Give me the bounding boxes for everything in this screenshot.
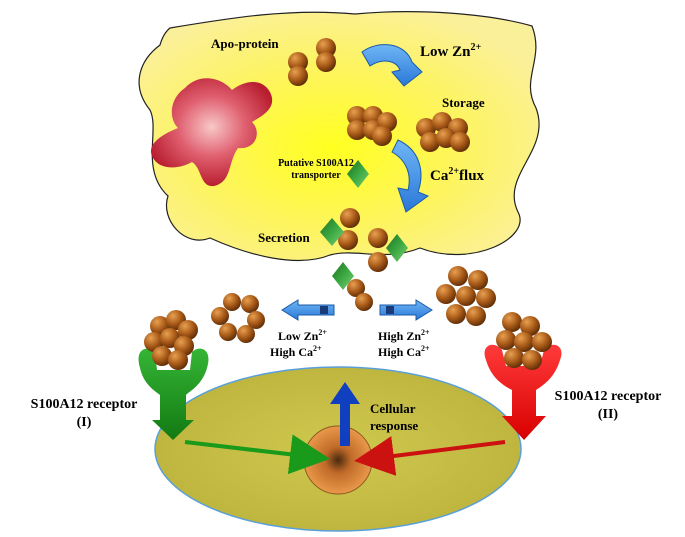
label-low-zn: Low Zn2+ (420, 42, 481, 60)
label-secretion: Secretion (258, 230, 311, 245)
high-zn-oligomer (436, 266, 496, 326)
receptor-left (138, 348, 209, 440)
label-storage: Storage (442, 95, 485, 110)
label-cellular-response-2: response (370, 418, 418, 433)
ring-oligomer (211, 293, 265, 343)
label-right-condition-ca: High Ca2+ (378, 344, 430, 359)
signal-arrow-left (184, 434, 330, 475)
transporter-diamond (386, 234, 408, 262)
label-apo-protein: Apo-protein (211, 36, 279, 51)
storage-cluster (416, 112, 470, 152)
label-right-condition-zn: High Zn2+ (378, 328, 430, 343)
flow-arrow-to-storage (361, 44, 423, 87)
signal-arrow-right (354, 436, 506, 476)
arrow-tail-marker (386, 306, 394, 314)
apo-protein-dimers (288, 38, 336, 86)
label-cellular-response: Cellular (370, 401, 416, 416)
label-left-condition-zn: Low Zn2+ (278, 328, 327, 343)
label-receptor-right-id: (II) (598, 407, 619, 422)
nucleus (303, 425, 373, 495)
arrow-to-left-oligomer (281, 299, 335, 321)
label-putative-transporter-2: transporter (291, 170, 341, 181)
label-receptor-right: S100A12 receptor (555, 389, 662, 404)
right-bound-oligomer (496, 312, 552, 370)
receptor-right (484, 344, 562, 440)
left-bound-oligomer (144, 310, 198, 370)
label-receptor-left-id: (I) (77, 415, 92, 430)
transporter-diamond (347, 160, 369, 188)
arrow-tail-marker (320, 306, 328, 314)
organelle (150, 78, 273, 187)
central-hexamer (347, 106, 397, 146)
label-receptor-left: S100A12 receptor (31, 397, 138, 412)
label-left-condition-ca: High Ca2+ (270, 344, 322, 359)
secreting-dimers (338, 208, 388, 311)
cellular-response-arrow (330, 382, 360, 446)
secretory-cell (138, 11, 540, 261)
arrow-to-right-oligomer (379, 299, 433, 321)
label-putative-transporter: Putative S100A12 (278, 158, 354, 169)
transporter-diamond (332, 262, 354, 290)
transporter-diamond (320, 218, 344, 246)
label-ca-flux: Ca2+flux (430, 166, 485, 184)
transporters (320, 160, 408, 290)
flow-arrow-ca-flux (391, 139, 430, 213)
